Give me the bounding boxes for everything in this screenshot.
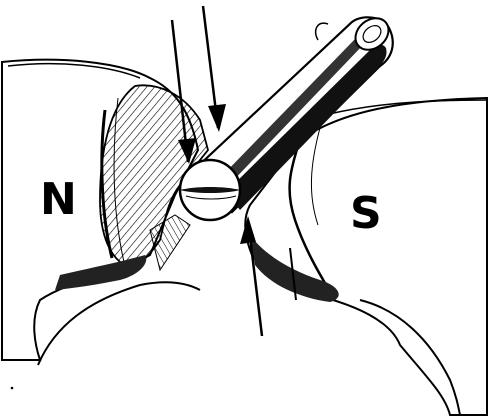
speck [11, 387, 14, 390]
north-pole-label: N [40, 178, 77, 222]
north-pole-piece [2, 60, 208, 360]
speck [1, 359, 3, 361]
south-pole-label: S [350, 192, 382, 236]
